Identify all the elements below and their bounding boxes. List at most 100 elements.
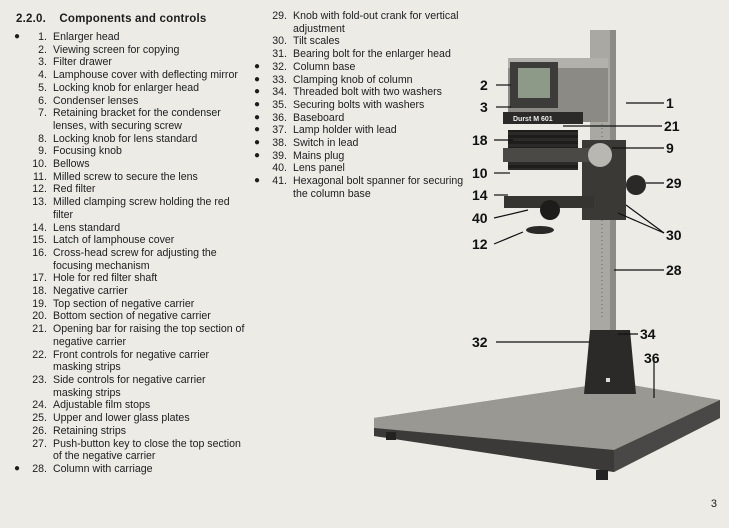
- bullet-spacer: [14, 298, 25, 311]
- item-text: Lens panel: [293, 162, 345, 175]
- callout-9: 9: [666, 140, 674, 156]
- list-item: 19.Top section of negative carrier: [14, 298, 246, 311]
- callout-12: 12: [472, 236, 488, 252]
- item-number: 3.: [38, 56, 47, 69]
- list-item: 25.Upper and lower glass plates: [14, 412, 246, 425]
- bullet-spacer: [14, 247, 25, 272]
- item-text: Knob with fold-out crank for vertical ad…: [293, 10, 459, 35]
- item-number: 9.: [38, 145, 47, 158]
- list-item: ●33.Clamping knob of column: [254, 74, 476, 87]
- list-item: 26.Retaining strips: [14, 425, 246, 438]
- item-text: Front controls for negative carrier mask…: [53, 348, 210, 374]
- list-item: 14. Lens standard: [14, 222, 246, 235]
- bullet-dot-icon: ●: [254, 98, 261, 110]
- lens: [540, 200, 560, 220]
- item-number: 21.: [32, 323, 47, 336]
- list-item: ●38.Switch in lead: [254, 137, 476, 150]
- bullet-spacer: [14, 310, 25, 323]
- list-item: ●32.Column base: [254, 61, 476, 74]
- item-number: 34.: [272, 86, 287, 99]
- item-number: 29.: [272, 10, 287, 22]
- bullet-spacer: [14, 272, 25, 285]
- item-number: 31.: [272, 48, 287, 61]
- bullet-spacer: [254, 48, 265, 61]
- bullet-spacer: [14, 56, 25, 69]
- item-number: 40.: [272, 162, 287, 175]
- list-item: 4.Lamphouse cover with deflecting mirror: [14, 69, 246, 82]
- item-text: Latch of lamphouse cover: [53, 234, 175, 247]
- list-item: ●36.Baseboard: [254, 112, 476, 125]
- bullet-dot-icon: ●: [254, 86, 261, 98]
- callout-32: 32: [472, 334, 488, 350]
- item-text: Focusing knob: [53, 145, 122, 158]
- item-text: Locking knob for enlarger head: [53, 81, 200, 94]
- bullet-spacer: [14, 196, 25, 221]
- list-item: 2.Viewing screen for copying: [14, 44, 246, 57]
- item-number: 14.: [32, 221, 47, 234]
- bullet-spacer: [14, 285, 25, 298]
- item-text: Locking knob for lens standard: [53, 132, 198, 145]
- item-number: 19.: [32, 297, 47, 310]
- list-item: ● 35. Securing bolts with washers: [254, 99, 476, 112]
- item-number: 13.: [32, 196, 47, 209]
- item-text: Condenser lenses: [53, 94, 139, 107]
- item-text: Lens standard: [53, 221, 121, 234]
- item-text: Retaining bracket for the condenser lens…: [53, 107, 221, 132]
- list-item: ●41.Hexagonal bolt spanner for securing …: [254, 175, 476, 200]
- item-number: 23.: [32, 373, 47, 386]
- item-text: Bearing bolt for the enlarger head: [293, 48, 451, 61]
- item-text: Bellows: [53, 158, 90, 171]
- focusing-knob: [588, 143, 612, 167]
- bullet-dot-icon: ●: [254, 60, 261, 72]
- item-number: 1.: [38, 31, 47, 43]
- item-text: Opening bar for raising the top section …: [53, 323, 245, 348]
- item-text: Filter drawer: [53, 56, 112, 69]
- item-text: Securing bolts with washers: [293, 98, 425, 111]
- item-number: 17.: [32, 272, 47, 285]
- list-item: 11. Milled screw to secure the lens: [14, 171, 246, 184]
- item-text: Milled clamping screw holding the red fi…: [53, 196, 230, 221]
- bullet-spacer: [14, 438, 25, 463]
- item-text: Lamp holder with lead: [293, 124, 397, 137]
- item-number: 20.: [32, 310, 47, 323]
- list-item: 7.Retaining bracket for the condenser le…: [14, 107, 246, 132]
- bullet-spacer: [14, 158, 25, 171]
- bullet-spacer: [14, 323, 25, 348]
- item-number: 11.: [33, 170, 47, 183]
- bullet-spacer: [254, 10, 265, 35]
- list-item: 6.Condenser lenses: [14, 95, 246, 108]
- item-text: Lamphouse cover with deflecting mirror: [53, 69, 238, 82]
- brand-label: Durst M 601: [513, 116, 553, 123]
- list-item: 24.Adjustable film stops: [14, 399, 246, 412]
- bullet-spacer: [14, 107, 25, 132]
- callout-36: 36: [644, 350, 660, 366]
- bullet-spacer: [14, 95, 25, 108]
- vertical-adjust-knob: [626, 175, 646, 195]
- list-item: 29. Knob with fold-out crank for vertical…: [254, 10, 476, 35]
- item-number: 28.: [32, 462, 47, 475]
- bullet-dot-icon: ●: [254, 149, 261, 161]
- bullet-spacer: [14, 171, 25, 184]
- bullet-dot-icon: ●: [14, 31, 21, 42]
- section-title: Components and controls: [59, 13, 207, 25]
- callout-2: 2: [480, 77, 488, 93]
- list-item: 9. Focusing knob: [14, 145, 246, 158]
- bullet-spacer: [14, 183, 25, 196]
- list-item: 3. Filter drawer: [14, 56, 246, 69]
- bullet-spacer: [14, 412, 25, 425]
- list-item: 17.Hole for red filter shaft: [14, 272, 246, 285]
- item-text: Milled screw to secure the lens: [53, 170, 198, 183]
- item-number: 41.: [272, 175, 287, 188]
- list-item: ●39.Mains plug: [254, 150, 476, 163]
- item-text: Negative carrier: [53, 285, 128, 298]
- item-number: 35.: [272, 98, 287, 111]
- item-text: Hexagonal bolt spanner for securing the …: [293, 175, 464, 200]
- item-text: Push-button key to close the top section…: [53, 437, 241, 463]
- item-number: 18.: [32, 285, 47, 298]
- item-number: 26.: [32, 424, 47, 437]
- item-text: Tilt scales: [293, 35, 340, 48]
- list-item: ●1.Enlarger head: [14, 31, 246, 44]
- item-text: Baseboard: [293, 111, 345, 124]
- callout-34: 34: [640, 326, 656, 342]
- list-item: 13. Milled clamping screw holding the red…: [14, 196, 246, 221]
